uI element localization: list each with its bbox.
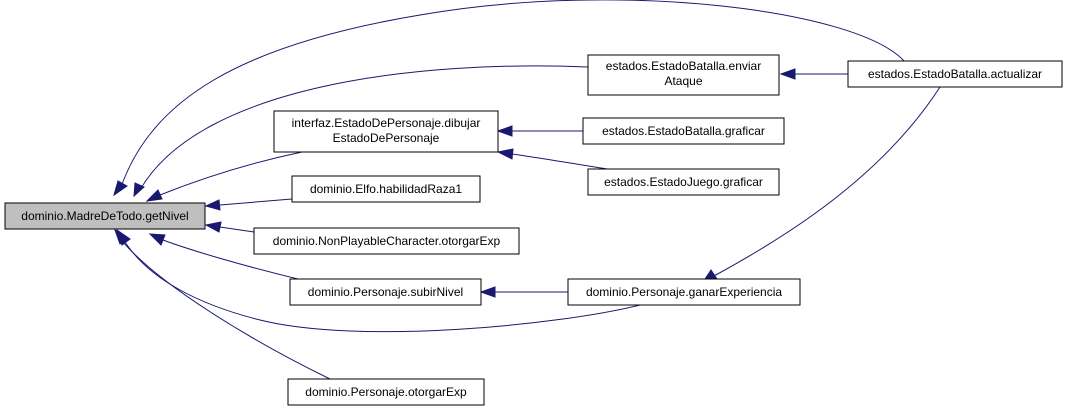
node-juego-graficar[interactable]: estados.EstadoJuego.graficar [587,168,780,196]
edge-dibujarestado-to-getnivel [145,151,303,202]
edge-ganarexp-to-subirnivel [479,286,568,298]
node-personaje-otorgarexp[interactable]: dominio.Personaje.otorgarExp [287,378,485,406]
edge-actualizar-to-getnivel [113,0,906,197]
node-label-line2: EstadoDePersonaje [333,131,440,145]
node-batalla-graficar[interactable]: estados.EstadoBatalla.graficar [582,117,785,145]
node-label-line1: estados.EstadoBatalla.enviar [606,59,761,73]
node-enviar-ataque[interactable]: estados.EstadoBatalla.enviar Ataque [587,54,780,96]
node-label: dominio.Elfo.habilidadRaza1 [310,182,462,196]
node-label-line2: Ataque [664,74,702,88]
edge-elfo-to-getnivel [204,198,293,211]
node-actualizar[interactable]: estados.EstadoBatalla.actualizar [847,60,1063,88]
node-label: dominio.Personaje.ganarExperiencia [586,285,782,299]
edge-batallagraficar-to-dibujarestado [496,125,583,137]
node-madre-getnivel[interactable]: dominio.MadreDeTodo.getNivel [4,202,206,230]
edge-juegograficar-to-dibujarestado [496,148,608,170]
edge-enviarataque-to-getnivel [133,65,589,198]
node-elfo-habilidad[interactable]: dominio.Elfo.habilidadRaza1 [291,175,481,203]
node-label: estados.EstadoJuego.graficar [604,175,763,189]
edge-actualizar-to-enviarataque [779,68,848,80]
node-label: estados.EstadoBatalla.actualizar [868,67,1042,81]
edge-personajeotorgar-to-getnivel [114,228,331,380]
node-label: dominio.Personaje.otorgarExp [305,385,467,399]
node-dibujar-estado[interactable]: interfaz.EstadoDePersonaje.dibujar Estad… [273,110,499,153]
edge-subirnivel-to-getnivel [148,233,303,281]
node-subir-nivel[interactable]: dominio.Personaje.subirNivel [289,278,482,306]
node-label-line1: interfaz.EstadoDePersonaje.dibujar [292,116,481,130]
edge-npc-to-getnivel [204,221,255,233]
node-ganar-experiencia[interactable]: dominio.Personaje.ganarExperiencia [567,278,801,306]
node-npc-otorgarexp[interactable]: dominio.NonPlayableCharacter.otorgarExp [253,227,520,255]
node-label: dominio.MadreDeTodo.getNivel [21,209,188,223]
node-label: dominio.Personaje.subirNivel [308,285,463,299]
node-label: dominio.NonPlayableCharacter.otorgarExp [273,234,501,248]
node-label: estados.EstadoBatalla.graficar [602,124,765,138]
